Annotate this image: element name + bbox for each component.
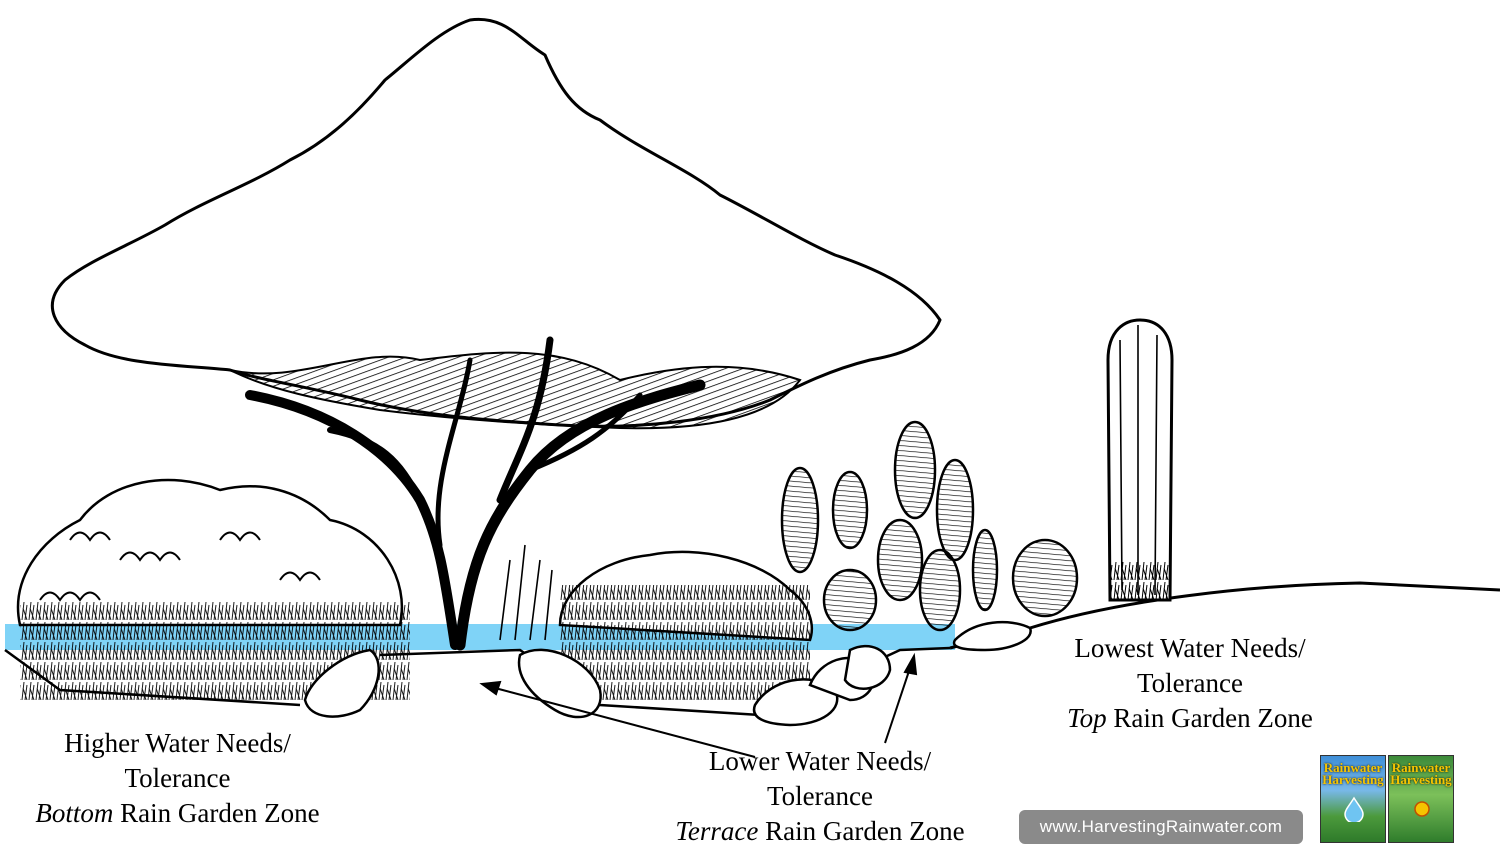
pointer-arrows: [479, 652, 918, 758]
book-title-line2: Harvesting: [1390, 772, 1452, 787]
book-title-line1: Rainwater: [1323, 760, 1383, 775]
barrel-cactus: [1011, 538, 1079, 618]
top-zone-rest: Rain Garden Zone: [1106, 703, 1313, 733]
rocks: [303, 620, 1032, 727]
ground-line: [949, 581, 1500, 650]
terrace-zone-rest: Rain Garden Zone: [758, 816, 965, 846]
terrace-zone-word: Terrace: [675, 816, 759, 846]
saguaro-cactus: [1106, 318, 1174, 602]
canopy-shade: [229, 351, 802, 430]
top-zone-line1: Lowest Water Needs/: [1074, 633, 1306, 663]
water-drop-icon: [1344, 796, 1364, 822]
shrubs-terrace-zone: [499, 544, 814, 700]
book-title-line1: Rainwater: [1391, 760, 1451, 775]
book-title-line2: Harvesting: [1322, 772, 1384, 787]
terrace-zone-line2: Tolerance: [766, 781, 874, 811]
terrace-zone-line1: Lower Water Needs/: [708, 746, 932, 776]
book-cover-volume-2[interactable]: Rainwater Harvesting: [1388, 755, 1454, 843]
bottom-zone-word: Bottom: [35, 798, 114, 828]
top-zone-line3: Top Rain Garden Zone: [1010, 701, 1370, 736]
bottom-zone-line3: Bottom Rain Garden Zone: [20, 796, 335, 831]
top-zone-word: Top: [1067, 703, 1107, 733]
sun-icon: [1414, 801, 1430, 817]
terrace-zone-label: Lower Water Needs/ Tolerance Terrace Rai…: [640, 744, 1000, 849]
top-zone-label: Lowest Water Needs/ Tolerance Top Rain G…: [1010, 631, 1370, 736]
website-link[interactable]: www.HarvestingRainwater.com: [1019, 810, 1303, 844]
tree-trunk: [245, 336, 706, 651]
bottom-zone-line2: Tolerance: [124, 763, 231, 793]
terrace-zone-line3: Terrace Rain Garden Zone: [640, 814, 1000, 849]
prickly-pear-cactus: [780, 420, 999, 632]
bottom-zone-label: Higher Water Needs/ Tolerance Bottom Rai…: [20, 726, 335, 831]
book-title: Rainwater Harvesting: [1321, 760, 1385, 787]
book-cover-volume-1[interactable]: Rainwater Harvesting: [1320, 755, 1386, 843]
bottom-zone-rest: Rain Garden Zone: [113, 798, 320, 828]
bottom-zone-line1: Higher Water Needs/: [64, 728, 291, 758]
top-zone-line2: Tolerance: [1136, 668, 1244, 698]
book-title: Rainwater Harvesting: [1389, 760, 1453, 787]
